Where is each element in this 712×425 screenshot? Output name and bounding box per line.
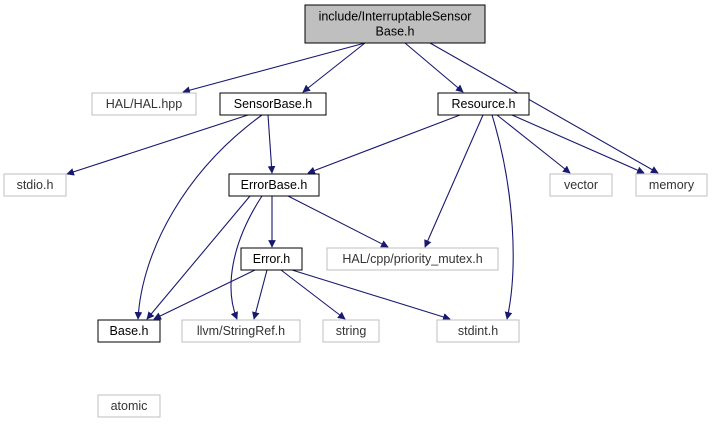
- edge-root-to-halhal: [182, 42, 366, 94]
- edge-root-to-resource: [404, 42, 464, 93]
- node-stdint: stdint.h: [436, 319, 520, 343]
- edge-error-to-stdint: [291, 269, 451, 321]
- node-label: memory: [649, 178, 695, 192]
- node-memory: memory: [635, 173, 708, 197]
- node-box: [3, 173, 67, 197]
- node-box: [240, 247, 303, 271]
- node-label: Resource.h: [452, 97, 516, 111]
- edge-root-to-sensorbase: [302, 42, 366, 93]
- edge-resource-to-vector: [496, 114, 571, 174]
- node-halhal: HAL/HAL.hpp: [91, 92, 197, 116]
- node-box: [228, 173, 320, 197]
- node-errorbase[interactable]: ErrorBase.h: [228, 173, 320, 197]
- node-box: [181, 319, 301, 343]
- node-label: atomic: [111, 399, 148, 413]
- edge-sensorbase-to-errorbase: [267, 114, 276, 174]
- node-atomic: atomic: [97, 394, 161, 418]
- node-label: stdio.h: [17, 178, 54, 192]
- edge-error-to-string: [280, 269, 346, 320]
- node-stringref: llvm/StringRef.h: [181, 319, 301, 343]
- edge-sensorbase-to-stdio: [66, 114, 249, 176]
- node-label: llvm/StringRef.h: [197, 324, 285, 338]
- node-label: Error.h: [253, 252, 291, 266]
- node-box: [322, 319, 380, 343]
- edge-error-to-stringref: [252, 269, 268, 320]
- edge-sensorbase-to-base: [134, 114, 263, 320]
- node-box: [97, 394, 161, 418]
- node-label: Base.h: [376, 25, 415, 39]
- node-resource[interactable]: Resource.h: [437, 92, 530, 116]
- node-label: ErrorBase.h: [241, 178, 308, 192]
- edge-root-to-memory: [429, 42, 659, 174]
- node-box: [436, 319, 520, 343]
- node-string: string: [322, 319, 380, 343]
- node-box: [326, 247, 499, 271]
- edge-resource-to-stdint: [491, 114, 514, 320]
- edge-resource-to-primutex: [424, 114, 484, 248]
- edges-layer: [67, 43, 658, 319]
- edge-resource-to-errorbase: [307, 114, 461, 175]
- edge-errorbase-to-stringref: [230, 195, 263, 320]
- node-vector: vector: [549, 173, 613, 197]
- node-box: [91, 92, 197, 116]
- node-primutex: HAL/cpp/priority_mutex.h: [326, 247, 499, 271]
- node-label: stdint.h: [458, 324, 498, 338]
- node-label: string: [336, 324, 367, 338]
- node-box: [635, 173, 708, 197]
- edge-errorbase-to-primutex: [287, 195, 389, 248]
- node-box: [97, 319, 161, 343]
- node-base[interactable]: Base.h: [97, 319, 161, 343]
- node-label: vector: [564, 178, 598, 192]
- node-label: HAL/HAL.hpp: [106, 97, 182, 111]
- node-label: HAL/cpp/priority_mutex.h: [342, 252, 482, 266]
- node-label: SensorBase.h: [234, 97, 313, 111]
- node-sensorbase[interactable]: SensorBase.h: [219, 92, 327, 116]
- node-label: include/InterruptableSensor: [319, 10, 472, 24]
- nodes-layer: include/InterruptableSensorBase.hHAL/HAL…: [3, 4, 708, 418]
- node-box: [437, 92, 530, 116]
- edge-error-to-base: [153, 269, 256, 320]
- node-error[interactable]: Error.h: [240, 247, 303, 271]
- node-box: [549, 173, 613, 197]
- node-label: Base.h: [110, 324, 149, 338]
- edge-resource-to-memory: [511, 114, 645, 174]
- node-box: [219, 92, 327, 116]
- node-box: [304, 4, 486, 44]
- node-stdio: stdio.h: [3, 173, 67, 197]
- edge-errorbase-to-base: [146, 195, 251, 320]
